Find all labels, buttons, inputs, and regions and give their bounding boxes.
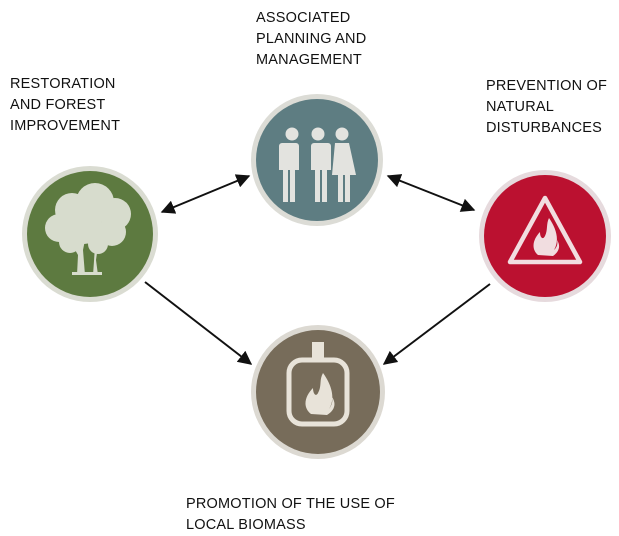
fire-warning-icon <box>507 195 583 265</box>
label-line: LOCAL BIOMASS <box>186 517 306 533</box>
biomass-circle <box>256 330 380 454</box>
node-restoration <box>22 166 158 302</box>
label-line: PREVENTION OF <box>486 78 608 94</box>
label-restoration: RESTORATION AND FOREST IMPROVEMENT <box>10 74 120 137</box>
label-planning: ASSOCIATED PLANNING AND MANAGEMENT <box>256 8 366 71</box>
label-prevention: PREVENTION OF NATURAL DISTURBANCES <box>486 76 607 139</box>
label-line: NATURAL <box>486 99 555 115</box>
node-planning <box>251 94 383 226</box>
arrow-prevention-biomass <box>382 283 491 365</box>
label-line: PLANNING AND <box>256 31 367 47</box>
label-line: RESTORATION <box>10 76 116 92</box>
label-line: MANAGEMENT <box>256 52 362 68</box>
arrow-restoration-biomass <box>144 281 253 365</box>
arrow-restoration-planning <box>160 174 251 214</box>
label-line: ASSOCIATED <box>256 10 351 26</box>
label-line: PROMOTION OF THE USE OF <box>186 496 395 512</box>
label-line: AND FOREST <box>10 97 106 113</box>
people-icon <box>276 127 356 202</box>
label-biomass: PROMOTION OF THE USE OF LOCAL BIOMASS <box>186 494 395 536</box>
node-biomass <box>251 325 385 459</box>
arrow-planning-prevention <box>386 174 476 212</box>
label-line: IMPROVEMENT <box>10 118 121 134</box>
label-line: DISTURBANCES <box>486 120 602 136</box>
tree-icon <box>45 183 131 275</box>
node-prevention <box>479 170 611 302</box>
stove-flame-icon <box>286 342 350 427</box>
